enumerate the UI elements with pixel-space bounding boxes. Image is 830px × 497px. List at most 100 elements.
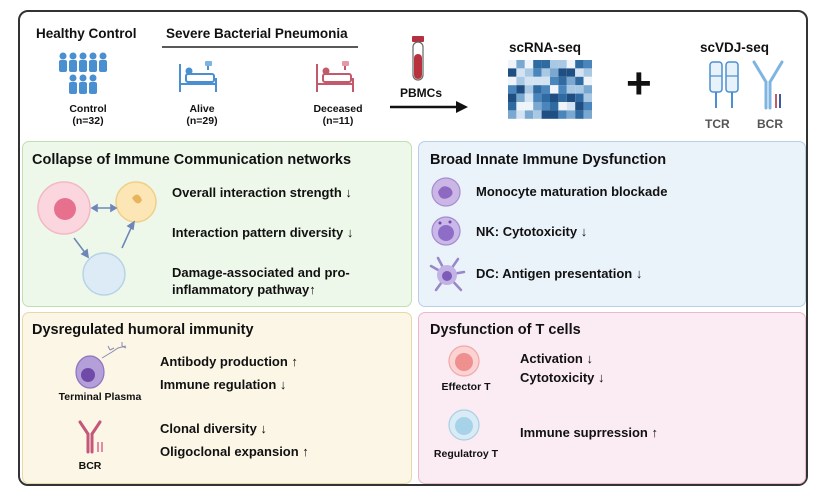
- pbmcs-label: PBMCs: [400, 86, 443, 100]
- heatmap-cell: [524, 76, 534, 86]
- heatmap-cell: [533, 60, 542, 69]
- tcell-panel-title: Dysfunction of T cells: [430, 322, 581, 338]
- heatmap-cell: [516, 110, 525, 119]
- heatmap-cell: [558, 60, 567, 69]
- blue-cell-icon: [82, 252, 126, 296]
- flow-arrow: [390, 101, 468, 113]
- heatmap-cell: [583, 102, 592, 111]
- tcr-receptor-icon: [709, 61, 739, 108]
- heatmap-cell: [550, 76, 559, 86]
- terminal-plasma-label: Terminal Plasma: [58, 391, 142, 403]
- heatmap-cell: [583, 93, 592, 102]
- comm-item-damage-line1: Damage-associated and pro-: [172, 265, 350, 280]
- group-alive-label: Alive(n=29): [186, 103, 218, 127]
- bcr-cell-label: BCR: [78, 460, 102, 472]
- heatmap-cell: [566, 93, 576, 102]
- heatmap-cell: [533, 93, 542, 102]
- person-body: [69, 82, 77, 94]
- person-head: [79, 52, 87, 60]
- heatmap-cell: [583, 76, 592, 86]
- heatmap-cell: [583, 68, 592, 77]
- heatmap-cell: [550, 110, 559, 119]
- bcr-label: BCR: [757, 117, 783, 131]
- heatmap-cell: [533, 102, 542, 111]
- severe-pneumonia-title: Severe Bacterial Pneumonia: [166, 26, 348, 41]
- heatmap-cell: [524, 85, 534, 94]
- bcr-antibody-icon: [78, 420, 103, 454]
- heatmap-cell: [550, 68, 559, 77]
- tcell-panel: [418, 312, 806, 484]
- person-head: [79, 74, 87, 82]
- pneumonia-underline: [162, 46, 358, 48]
- communication-panel-title: Collapse of Immune Communication network…: [32, 152, 352, 168]
- effector-t-label: Effector T: [441, 381, 491, 393]
- heatmap-cell: [550, 85, 559, 94]
- innate-panel: [418, 141, 806, 307]
- heatmap-cell: [533, 76, 542, 86]
- heatmap-cell: [550, 60, 559, 69]
- heatmap-cell: [575, 85, 584, 94]
- patient-bed-deceased-icon: [316, 61, 354, 92]
- heatmap-cell: [575, 110, 584, 119]
- heatmap-cell: [541, 76, 550, 86]
- heatmap-cell: [508, 85, 517, 94]
- person-body: [99, 60, 107, 72]
- heatmap-cell: [583, 85, 592, 94]
- tcr-label: TCR: [705, 117, 730, 131]
- heatmap-cell: [566, 60, 576, 69]
- heatmap-cell: [533, 68, 542, 77]
- heatmap-cell: [575, 93, 584, 102]
- heatmap-cell: [583, 110, 592, 119]
- heatmap-cell: [558, 110, 567, 119]
- heatmap-cell: [524, 60, 534, 69]
- tcell-item-activation: Activation ↓: [520, 351, 593, 366]
- tcell-item-cytotoxicity: Cytotoxicity ↓: [520, 370, 605, 385]
- humoral-item-clonal-diversity: Clonal diversity ↓: [160, 421, 267, 436]
- heatmap-cell: [524, 102, 534, 111]
- person-head: [89, 74, 97, 82]
- humoral-item-antibody: Antibody production ↑: [160, 354, 298, 369]
- heatmap-cell: [575, 68, 584, 77]
- innate-panel-title: Broad Innate Immune Dysfunction: [430, 152, 667, 168]
- heatmap-cell: [541, 102, 550, 111]
- heatmap-cell: [566, 110, 576, 119]
- humoral-item-oligoclonal: Oligoclonal expansion ↑: [160, 444, 309, 459]
- humoral-item-regulation: Immune regulation ↓: [160, 377, 287, 392]
- innate-item-dc: DC: Antigen presentation ↓: [476, 266, 643, 281]
- scvdj-seq-title: scVDJ-seq: [700, 40, 770, 55]
- heatmap-cell: [516, 68, 525, 77]
- heatmap-cell: [508, 68, 517, 77]
- heatmap-cell: [516, 102, 525, 111]
- healthy-control-title: Healthy Control: [36, 26, 137, 41]
- plus-sign: +: [626, 59, 652, 108]
- monocyte-icon: [431, 177, 461, 207]
- humoral-panel: [22, 312, 412, 484]
- people-group-icon: [59, 52, 107, 94]
- heatmap-cell: [541, 60, 550, 69]
- person-body: [89, 60, 97, 72]
- heatmap-cell: [558, 68, 567, 77]
- plasma-cell-icon: [75, 342, 127, 389]
- heatmap-cell: [550, 102, 559, 111]
- heatmap-cell: [566, 76, 576, 86]
- heatmap-cell: [524, 93, 534, 102]
- person-head: [99, 52, 107, 60]
- bcr-receptor-icon: [752, 60, 784, 110]
- tcell-item-suppression: Immune suprression ↑: [520, 425, 658, 440]
- cell-communication-diagram: [37, 181, 157, 296]
- heatmap-cell: [566, 85, 576, 94]
- person-head: [89, 52, 97, 60]
- nk-cell-icon: [431, 216, 461, 246]
- comm-item-strength: Overall interaction strength ↓: [172, 185, 352, 200]
- heatmap-cell: [516, 93, 525, 102]
- group-deceased-label: Deceased(n=11): [313, 103, 363, 127]
- person-body: [89, 82, 97, 94]
- innate-item-monocyte: Monocyte maturation blockade: [476, 184, 668, 199]
- scrna-seq-title: scRNA-seq: [509, 40, 582, 55]
- person-body: [79, 82, 87, 94]
- heatmap-cell: [575, 102, 584, 111]
- heatmap-cell: [558, 76, 567, 86]
- heatmap-cell: [508, 76, 517, 86]
- heatmap-cell: [575, 60, 584, 69]
- heatmap-cell: [508, 110, 517, 119]
